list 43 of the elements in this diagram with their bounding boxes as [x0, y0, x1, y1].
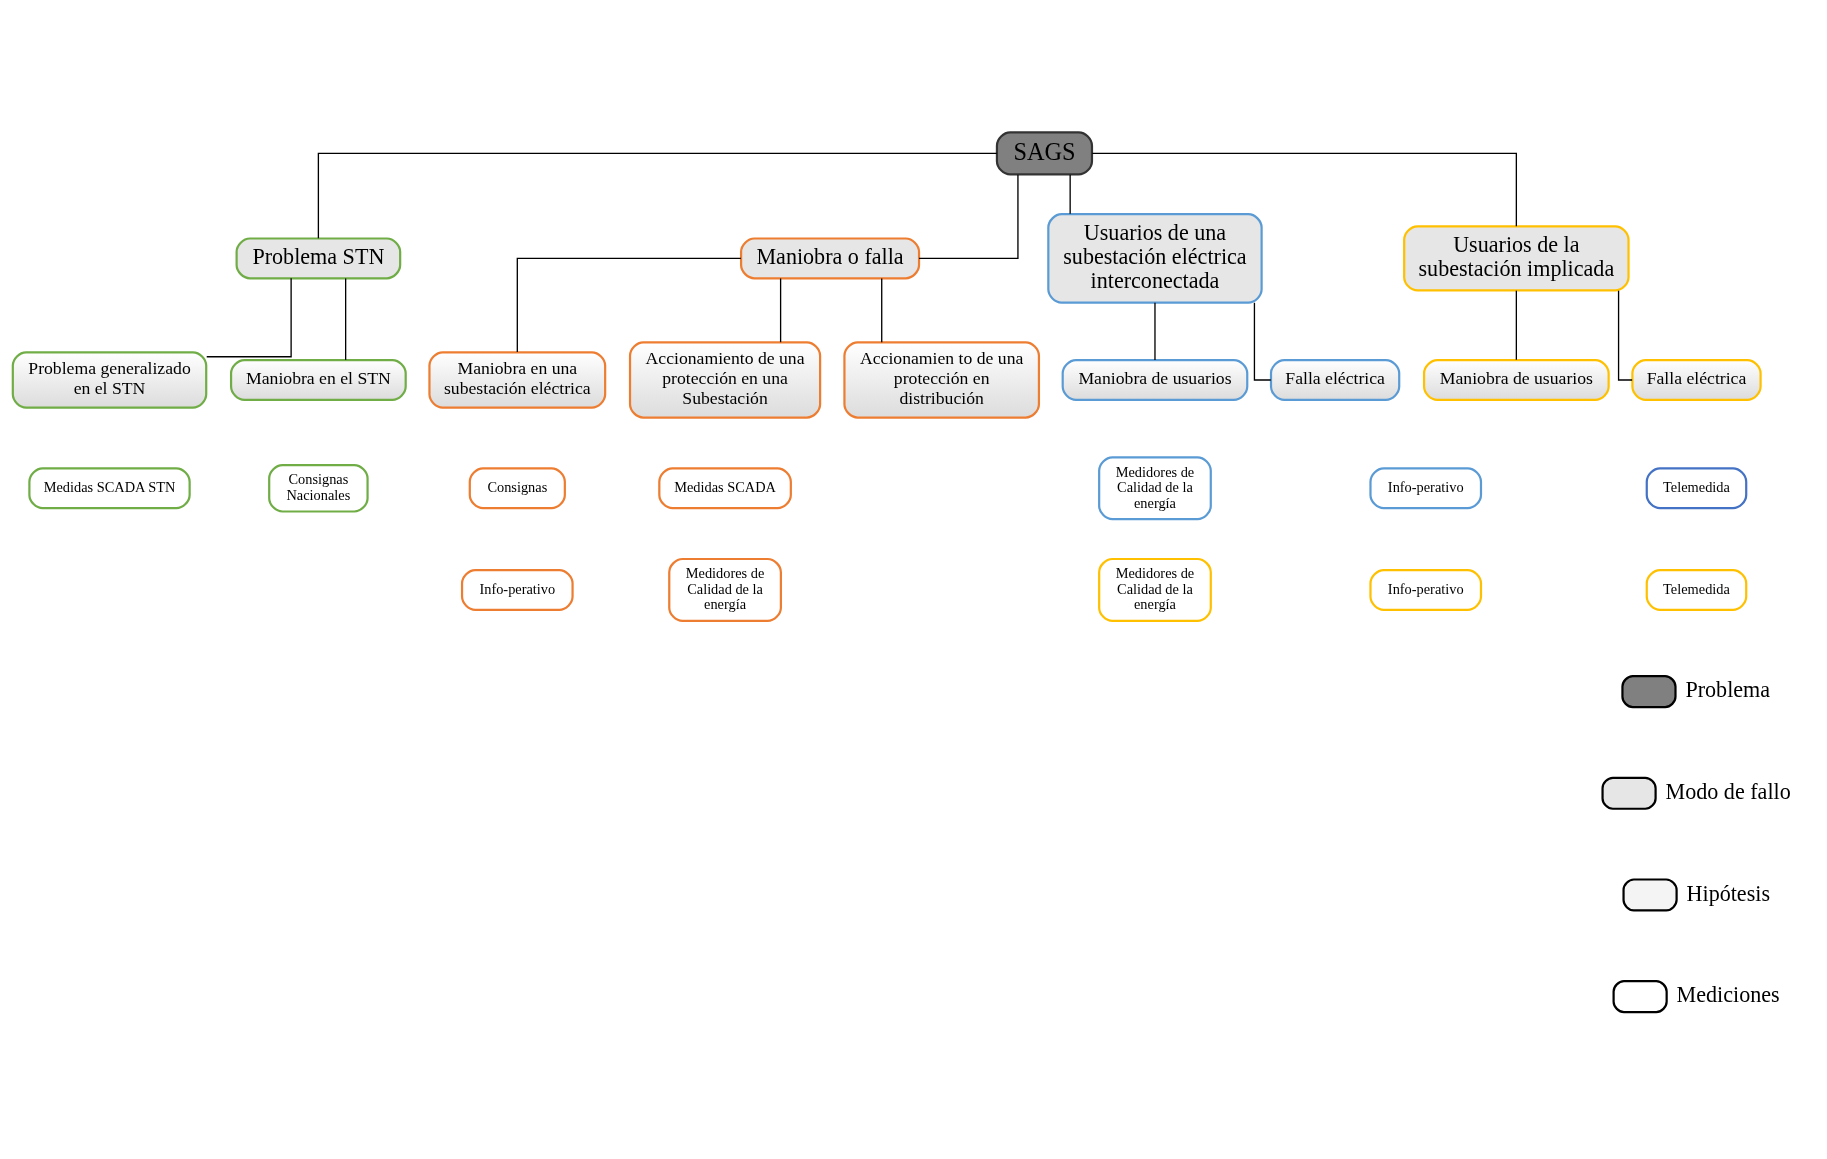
connector [779, 277, 782, 343]
connector [206, 277, 292, 357]
connector [1253, 301, 1272, 381]
legend-label: Modo de fallo [1665, 778, 1791, 804]
node-box: Medidores de Calidad de la energía [668, 557, 782, 622]
legend-label: Hipótesis [1686, 879, 1771, 905]
legend-label: Mediciones [1676, 981, 1780, 1007]
node-box: Medidores de Calidad de la energía [1098, 557, 1212, 622]
node-box: Consignas Nacionales [268, 463, 369, 513]
connector [881, 277, 883, 343]
connector [918, 173, 1019, 259]
node-box: Accionamiento de una protección en una Subestación [628, 340, 822, 419]
node-box: Usuarios de una subestación eléctrica interconectada [1047, 212, 1263, 304]
node-box: Info-perativo [1369, 568, 1483, 611]
node-box: Consignas [468, 466, 566, 509]
node-box: Maniobra de usuarios [1061, 358, 1249, 401]
node-box: Usuarios de la subestación implicada [1403, 224, 1630, 292]
node-box: Medidas SCADA [658, 466, 792, 509]
connector [1154, 301, 1156, 361]
node-box: Maniobra o falla [740, 236, 921, 279]
connector [1515, 289, 1517, 360]
node-box: Problema STN [235, 236, 402, 279]
node-box: Info-perativo [1369, 466, 1483, 509]
node-box: Maniobra en una subestación eléctrica [428, 350, 607, 409]
connector [345, 277, 347, 361]
node-box: Problema generalizado en el STN [11, 350, 208, 409]
connector [516, 257, 742, 353]
node-box: SAGS [995, 130, 1094, 176]
node-box: Accionamien to de una protección en distribución [843, 340, 1041, 419]
node-box: Medidores de Calidad de la energía [1098, 455, 1212, 520]
node-box: Telemedida [1645, 568, 1748, 611]
legend-label: Problema [1685, 676, 1771, 702]
node-box: Falla eléctrica [1631, 358, 1762, 401]
connector [317, 152, 998, 239]
connector [1617, 289, 1633, 381]
node-box: Maniobra en el STN [229, 358, 407, 401]
node-box: Falla eléctrica [1269, 358, 1401, 401]
node-box: Telemedida [1645, 466, 1748, 509]
connector [1091, 152, 1517, 227]
node-box: Info-perativo [460, 568, 574, 611]
node-box: Maniobra de usuarios [1422, 358, 1610, 401]
node-box: Medidas SCADA STN [28, 466, 191, 509]
connector [1069, 173, 1071, 214]
